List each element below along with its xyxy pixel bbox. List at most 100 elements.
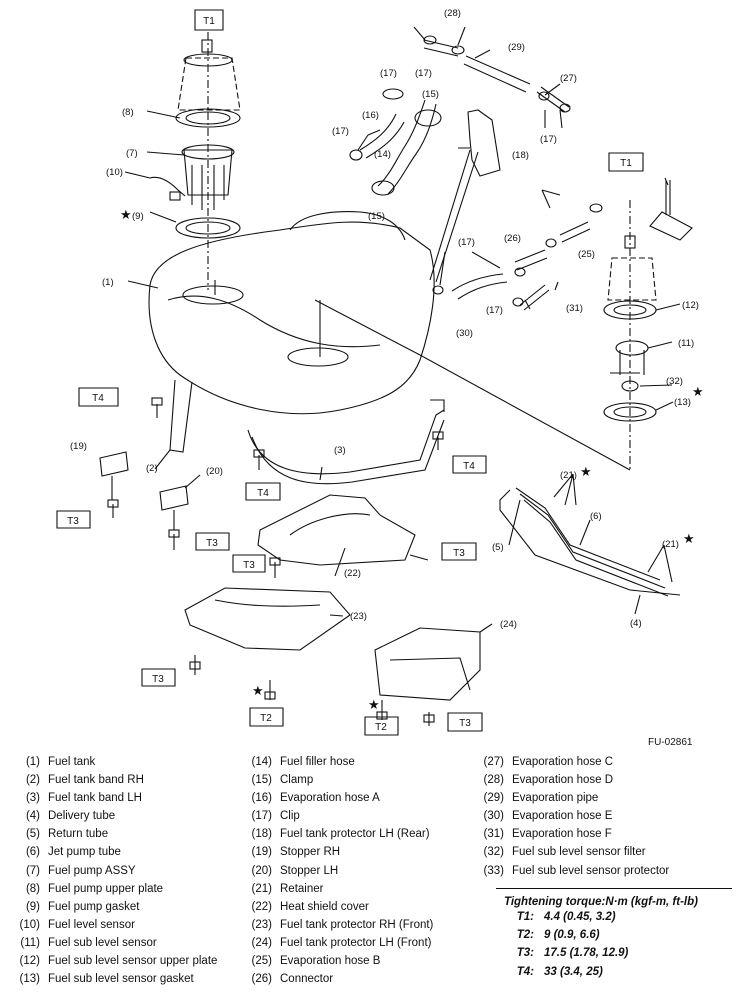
legend-item: (24)Fuel tank protector LH (Front) xyxy=(240,934,433,952)
callout: (6) xyxy=(590,511,602,522)
torque-box-label: T3 xyxy=(459,718,471,729)
fuel-filler-hose xyxy=(376,96,436,196)
legend-number: (22) xyxy=(251,900,272,913)
fuel-tank-protector-rh-front xyxy=(184,587,351,651)
callout: (7) xyxy=(126,148,138,159)
callout: (11) xyxy=(678,338,694,349)
legend-number: (30) xyxy=(483,810,504,823)
legend-label: Fuel sub level sensor upper plate xyxy=(48,955,218,968)
callout: (14) xyxy=(374,149,391,160)
legend-label: Fuel tank xyxy=(48,756,96,768)
legend-item: (31) Evaporation hose F xyxy=(472,825,669,843)
legend-label: Fuel pump upper plate xyxy=(48,882,164,895)
legend-label: Clamp xyxy=(280,774,314,787)
fuel-tank-protector-lh-front xyxy=(374,627,481,701)
torque-row: T2:9 (0.9, 6.6) xyxy=(496,929,732,947)
legend-label: Evaporation pipe xyxy=(512,792,599,805)
legend-label: Evaporation hose F xyxy=(512,828,612,841)
legend-label: Jet pump tube xyxy=(48,846,121,859)
legend-item: (19) Stopper RH xyxy=(240,843,433,861)
callout: (2) xyxy=(146,463,158,474)
fuel-tank-protector-lh-rear xyxy=(467,109,501,177)
torque-row: T4:33 (3.4, 25) xyxy=(496,966,732,984)
callout: (20) xyxy=(206,466,223,477)
legend-number: (5) xyxy=(25,828,40,841)
clamp-lower xyxy=(371,180,395,196)
legend-column-2: (14)Fuel filler hose(15)Clamp(16)Evapora… xyxy=(240,753,434,988)
svg-text:★: ★ xyxy=(120,207,132,222)
legend-item: (10)Fuel level sensor xyxy=(8,916,217,934)
legend-item: (20)Stopper LH xyxy=(240,862,433,880)
legend-number: (19) xyxy=(251,846,272,859)
stopper-rh xyxy=(99,451,129,477)
legend-label: Evaporation hose A xyxy=(280,792,380,805)
legend-label: Fuel tank protector RH (Front) xyxy=(280,918,434,931)
legend-item: (22) Heat shield cover xyxy=(240,898,433,916)
legend-number: (14) xyxy=(251,756,272,768)
torque-box-label: T4 xyxy=(463,461,475,472)
callout: (17) xyxy=(486,305,503,316)
torque-box-label: T2 xyxy=(375,722,387,733)
legend-label: Fuel sub level sensor filter xyxy=(512,846,646,859)
legend-item: (33)Fuel sub level sensor protector xyxy=(472,862,670,880)
legend-number: (28) xyxy=(483,774,504,787)
legend-item: (28)Evaporation hose D xyxy=(472,771,669,789)
legend-item: (1)Fuel tank xyxy=(8,753,217,771)
callout: (17) xyxy=(458,237,475,248)
callout: (3) xyxy=(334,445,346,456)
legend-number: (25) xyxy=(251,955,272,968)
legend-item: (26)Connector xyxy=(240,970,433,988)
callout: (22) xyxy=(344,568,361,579)
legend-number: (12) xyxy=(19,955,40,968)
legend-item: (8)Fuel pump upper plate xyxy=(8,880,217,898)
legend-label: Fuel pump gasket xyxy=(48,900,140,913)
svg-text:★: ★ xyxy=(252,683,264,698)
callout: (15) xyxy=(368,211,385,222)
legend-number: (23) xyxy=(251,918,272,931)
tightening-torque-table: Tightening torque:N·m (kgf-m, ft-lb) T1:… xyxy=(496,888,732,984)
legend-label: Fuel sub level sensor protector xyxy=(512,864,670,877)
callout: (32) xyxy=(666,376,683,387)
torque-key: T3: xyxy=(516,947,534,960)
return-tube xyxy=(499,489,681,596)
legend-item: (16)Evaporation hose A xyxy=(240,789,433,807)
fuel-pump-gasket xyxy=(175,217,241,239)
torque-box-label: T3 xyxy=(206,538,218,549)
fuel-tank xyxy=(148,221,435,415)
legend-number: (9) xyxy=(25,900,40,913)
legend-item: (18)Fuel tank protector LH (Rear) xyxy=(240,825,433,843)
legend-number: (7) xyxy=(25,864,40,877)
legend-label: Fuel pump ASSY xyxy=(48,864,136,877)
clamp-upper xyxy=(414,109,442,127)
svg-text:★: ★ xyxy=(683,531,695,546)
legend-label: Stopper RH xyxy=(280,846,341,859)
fuel-sub-level-sensor-gasket xyxy=(603,402,657,422)
legend-number: (13) xyxy=(19,973,40,986)
legend-item: (29)Evaporation pipe xyxy=(472,789,669,807)
legend-label: Fuel tank protector LH (Front) xyxy=(280,936,432,949)
legend-number: (31) xyxy=(483,828,504,841)
legend-item: (27)Evaporation hose C xyxy=(472,753,669,771)
callout: (17) xyxy=(415,68,432,79)
callout: (24) xyxy=(500,619,517,630)
torque-value: 17.5 (1.78, 12.9) xyxy=(544,947,629,960)
callout: (26) xyxy=(504,233,521,244)
torque-box-label: T4 xyxy=(257,488,269,499)
legend-label: Clip xyxy=(280,810,300,823)
callout: (13) xyxy=(674,397,691,408)
fuel-pump-assy xyxy=(183,149,233,196)
sub-sensor-nut xyxy=(624,235,636,249)
legend-item: (12) Fuel sub level sensor upper plate xyxy=(8,952,218,970)
torque-key: T2: xyxy=(516,929,534,942)
legend-label: Heat shield cover xyxy=(280,900,369,913)
stopper-lh xyxy=(159,485,189,511)
legend-label: Fuel sub level sensor xyxy=(48,936,157,949)
callout: (21) xyxy=(662,539,679,550)
fuel-sub-level-sensor xyxy=(615,340,649,356)
legend-label: Fuel level sensor xyxy=(48,918,135,931)
torque-box-label: T3 xyxy=(453,548,465,559)
torque-heading: Tightening torque:N·m (kgf-m, ft-lb) xyxy=(504,896,698,908)
legend-number: (18) xyxy=(251,828,272,841)
callout: (23) xyxy=(350,611,367,622)
callout: (12) xyxy=(682,300,699,311)
